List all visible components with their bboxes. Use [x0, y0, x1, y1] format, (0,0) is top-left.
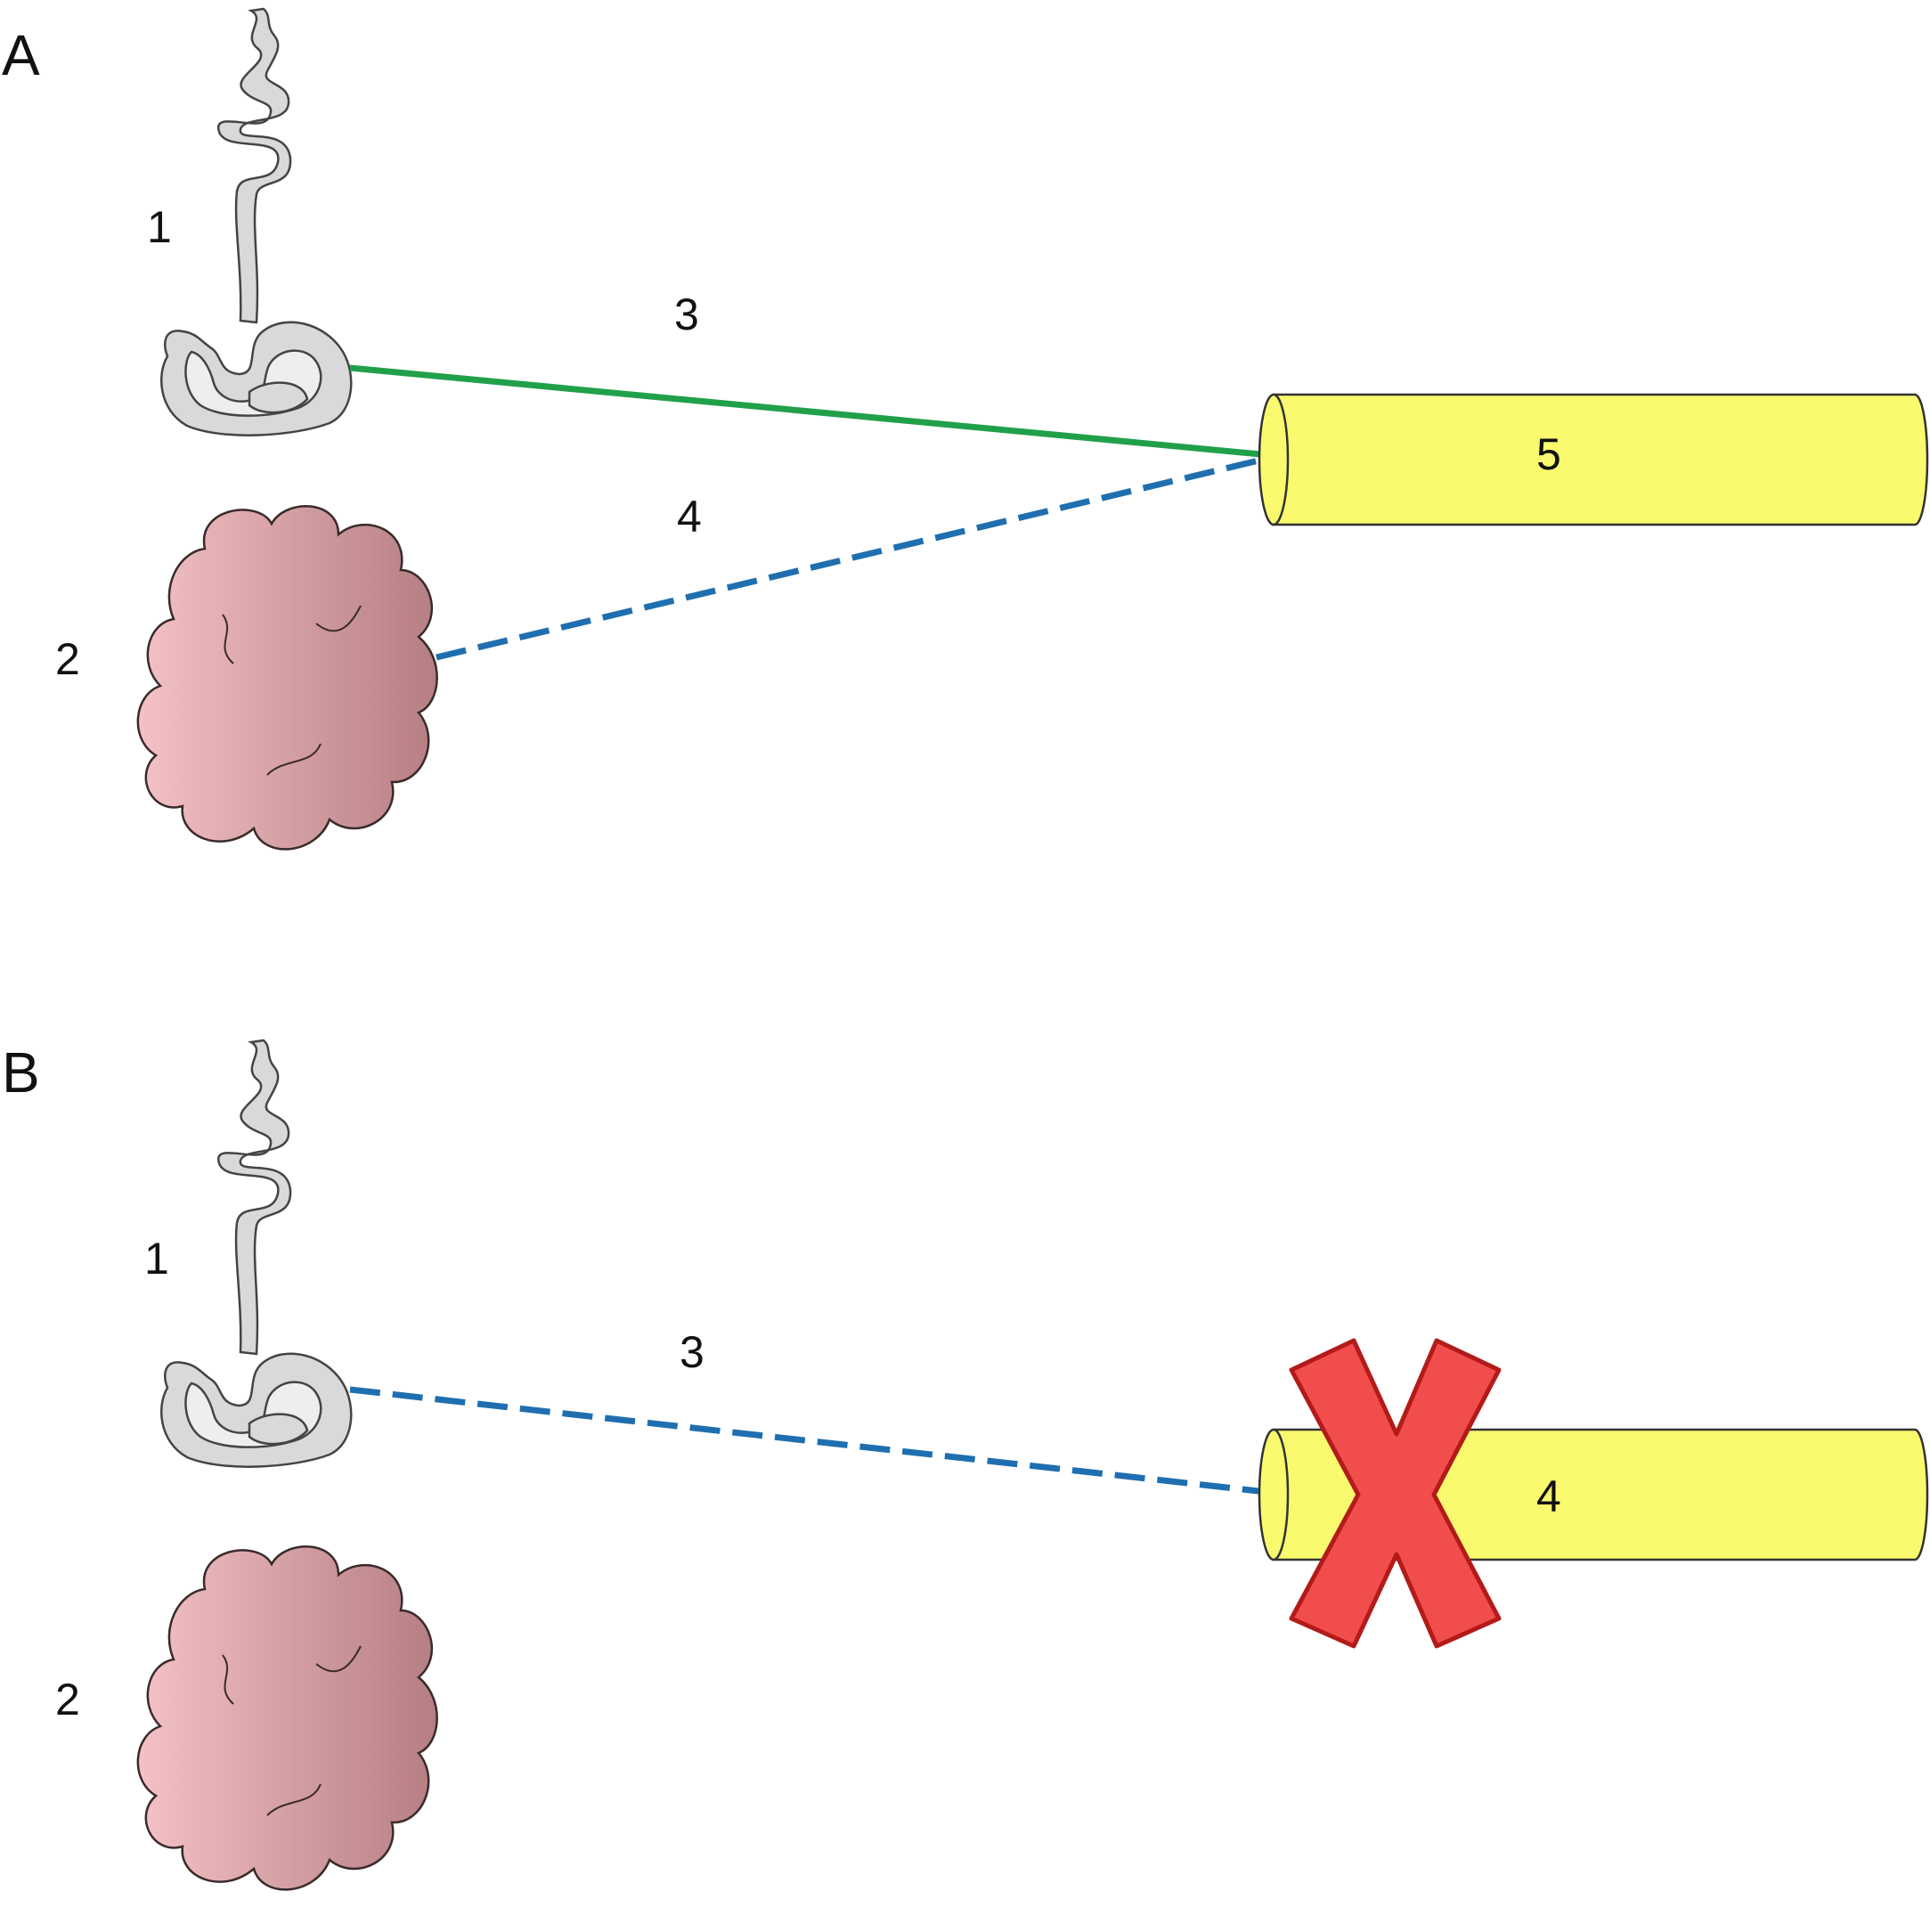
panel-b-letter: B	[2, 1040, 40, 1105]
label-b-3: 3	[680, 1327, 704, 1377]
cochlea-turn-a	[248, 381, 309, 414]
brainstem-illustration-a	[136, 505, 438, 851]
brainstem-fold-a1	[222, 614, 234, 664]
cochlea-illustration-b	[159, 1039, 353, 1468]
label-a-4: 4	[677, 492, 702, 542]
dashed-connection-b	[349, 1386, 1283, 1497]
cochlea-illustration-a	[159, 7, 353, 436]
panel-a-letter: A	[2, 23, 40, 87]
cochlear-nerve-a	[217, 7, 292, 324]
brainstem-fold-a3	[266, 743, 322, 776]
label-a-5: 5	[1536, 429, 1561, 479]
brainstem-fold-a2	[315, 605, 362, 632]
brainstem-illustration-b	[136, 1545, 438, 1891]
panel-a: A 1 2 3 4 5	[2, 7, 1929, 851]
blocked-cross-icon	[1289, 1338, 1502, 1649]
label-b-4: 4	[1536, 1471, 1561, 1521]
label-b-2: 2	[55, 1675, 80, 1724]
cochlear-nerve-b	[217, 1039, 292, 1356]
label-a-3: 3	[674, 289, 699, 339]
cochlea-turn-b	[248, 1413, 309, 1446]
dashed-connection-a	[436, 453, 1274, 661]
target-cylinder-a	[1258, 393, 1929, 526]
label-b-1: 1	[144, 1234, 169, 1284]
label-a-1: 1	[147, 202, 172, 252]
panel-b: B 1 2 3 4	[2, 1039, 1929, 1891]
solid-connection-a	[349, 364, 1290, 461]
label-a-2: 2	[55, 634, 80, 684]
